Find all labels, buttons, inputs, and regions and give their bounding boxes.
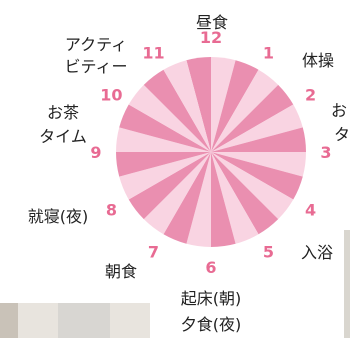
clock-number-5: 5 [263,243,274,262]
clock-number-4: 4 [305,201,316,220]
activity-bath: 入浴 [301,243,333,262]
clock-wedge [143,152,211,235]
clock-wedge [116,127,211,152]
clock-number-7: 7 [148,243,159,262]
clock-number-8: 8 [106,201,117,220]
photo-bottom-left-shade [0,303,18,338]
clock-wedge [186,57,211,152]
clock-wedge [163,60,211,152]
clock-wedge [128,152,211,220]
clock-wedge [211,152,306,177]
clock-wedges [116,57,306,247]
clock-wedge [143,69,211,152]
clock-wedge [211,152,259,244]
activity-teatime-line1: お茶 [47,103,79,122]
photo-bottom-left-figure [58,303,110,338]
activity-exercise: 体操 [302,51,334,70]
clock-number-12: 12 [200,28,222,47]
clock-wedge [119,104,211,152]
clock-wedge [211,152,236,247]
clock-number-9: 9 [90,143,101,162]
activity-2-line2: タ [334,125,350,144]
activity-dinner: 夕食(夜) [181,315,242,334]
clock-wedge [211,57,236,152]
activity-activity-line1: アクティ [65,35,127,54]
clock-wedge [116,152,211,177]
clock-wedge [211,60,259,152]
clock-wedge [211,152,294,220]
activity-lunch: 昼食 [196,13,228,32]
clock-number-2: 2 [305,86,316,105]
activity-wakeup: 起床(朝) [181,289,242,308]
clock-number-11: 11 [142,43,164,62]
activity-2-line1: お [331,101,347,120]
clock-wedge [128,84,211,152]
activity-activity-line2: ビティー [64,57,127,76]
photo-right-edge [344,230,350,338]
clock-number-3: 3 [320,143,331,162]
clock-wedge [211,152,303,200]
activity-breakfast: 朝食 [105,262,137,281]
photo-fragments [0,230,350,338]
activity-teatime-line2: タイム [39,127,87,146]
clock-number-1: 1 [263,43,274,62]
clock-wedge [211,152,279,235]
clock-number-6: 6 [205,258,216,277]
clock-wedge [186,152,211,247]
activity-bedtime: 就寝(夜) [28,207,89,226]
clock-number-10: 10 [100,86,122,105]
clock-wedge [163,152,211,244]
clock-wedge [211,84,294,152]
clock-wedge [211,69,279,152]
clock-wedge [119,152,211,200]
clock-wedge [211,127,306,152]
clock-wedge [211,104,303,152]
